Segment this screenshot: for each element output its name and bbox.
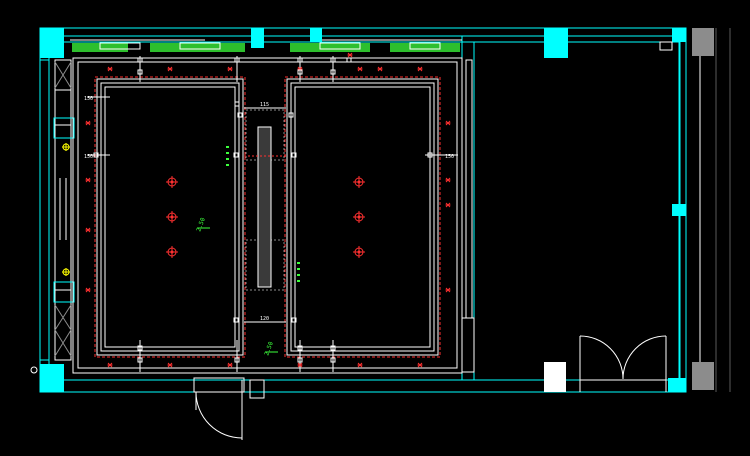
edge-marker bbox=[297, 57, 303, 63]
edge-marker bbox=[291, 317, 297, 323]
level-notes bbox=[197, 146, 300, 353]
light-fixture-icon bbox=[347, 52, 353, 58]
planters bbox=[70, 39, 462, 52]
light-fixture-icon bbox=[445, 177, 451, 183]
downlights bbox=[166, 176, 365, 258]
dim-label-mid-left: 150 bbox=[84, 154, 93, 160]
left-window-wall bbox=[53, 59, 75, 361]
edge-marker bbox=[234, 357, 240, 363]
edge-marker bbox=[137, 345, 143, 351]
dimension-marks bbox=[88, 56, 458, 372]
edge-marker bbox=[427, 152, 433, 158]
light-fixture-icon bbox=[417, 362, 423, 368]
ceiling-panel-left bbox=[94, 76, 246, 358]
dimension-labels: 150 150 150 115 120 2.50 2.50 bbox=[84, 96, 454, 357]
edge-marker bbox=[233, 317, 239, 323]
column-icon bbox=[40, 364, 64, 392]
light-fixture-icon bbox=[85, 287, 91, 293]
downlight-icon bbox=[166, 246, 178, 258]
edge-marker bbox=[237, 112, 243, 118]
light-fixture-icon bbox=[297, 362, 303, 368]
column-icon bbox=[251, 28, 264, 48]
column-icon bbox=[668, 378, 686, 392]
column-icon bbox=[310, 28, 322, 42]
dim-label-center-bottom: 120 bbox=[260, 316, 269, 322]
inner-wall-outline bbox=[48, 41, 680, 381]
light-fixture-icon bbox=[377, 66, 383, 72]
edge-marker bbox=[233, 152, 239, 158]
edge-marker bbox=[330, 69, 336, 75]
light-fixture-icon bbox=[227, 362, 233, 368]
light-fixture-icon bbox=[107, 66, 113, 72]
light-fixture-icon bbox=[167, 66, 173, 72]
edge-marker bbox=[297, 69, 303, 75]
red-marks bbox=[85, 52, 451, 368]
light-fixture-icon bbox=[357, 66, 363, 72]
edge-markers bbox=[93, 57, 433, 363]
dim-label-top-left: 150 bbox=[84, 96, 93, 102]
edge-marker bbox=[346, 57, 352, 63]
downlight-icon bbox=[353, 246, 365, 258]
column-icon bbox=[672, 204, 686, 216]
edge-marker bbox=[330, 357, 336, 363]
light-fixture-icon bbox=[107, 362, 113, 368]
edge-marker bbox=[330, 345, 336, 351]
light-fixture-icon bbox=[357, 362, 363, 368]
slope-label-1: 2.50 bbox=[195, 216, 207, 232]
center-light-strip bbox=[244, 107, 286, 323]
edge-marker bbox=[330, 57, 336, 63]
light-fixture-icon bbox=[85, 120, 91, 126]
double-door-icon bbox=[579, 335, 667, 392]
edge-marker bbox=[234, 101, 240, 107]
edge-marker bbox=[234, 57, 240, 63]
downlight-icon bbox=[353, 176, 365, 188]
light-fixture-icon bbox=[85, 177, 91, 183]
room-frame bbox=[72, 57, 463, 374]
light-fixture-icon bbox=[445, 202, 451, 208]
edge-marker bbox=[297, 357, 303, 363]
left-wall-fixtures bbox=[30, 143, 70, 374]
edge-marker bbox=[297, 345, 303, 351]
edge-marker bbox=[137, 69, 143, 75]
edge-marker bbox=[93, 152, 99, 158]
dim-label-center-top: 115 bbox=[260, 102, 269, 108]
column-icon bbox=[544, 28, 568, 58]
door-swing-icon bbox=[193, 377, 265, 440]
column-icon bbox=[544, 362, 566, 392]
light-fixture-icon bbox=[445, 287, 451, 293]
edge-marker bbox=[288, 112, 294, 118]
ceiling-panel-right bbox=[284, 76, 441, 358]
light-fixture-icon bbox=[167, 362, 173, 368]
downlight-icon bbox=[166, 176, 178, 188]
adjacent-structure bbox=[659, 28, 731, 392]
light-fixture-icon bbox=[227, 66, 233, 72]
downlight-icon bbox=[353, 211, 365, 223]
light-fixture-icon bbox=[445, 120, 451, 126]
light-fixture-icon bbox=[417, 66, 423, 72]
dim-label-mid-right: 150 bbox=[445, 154, 454, 160]
edge-marker bbox=[291, 152, 297, 158]
edge-marker bbox=[137, 57, 143, 63]
slope-label-2: 2.50 bbox=[263, 340, 275, 356]
column-icon bbox=[672, 28, 686, 42]
right-room-details bbox=[461, 59, 475, 373]
edge-marker bbox=[137, 357, 143, 363]
column-icon bbox=[40, 28, 64, 58]
downlight-icon bbox=[166, 211, 178, 223]
light-fixture-icon bbox=[85, 227, 91, 233]
columns bbox=[40, 28, 686, 392]
